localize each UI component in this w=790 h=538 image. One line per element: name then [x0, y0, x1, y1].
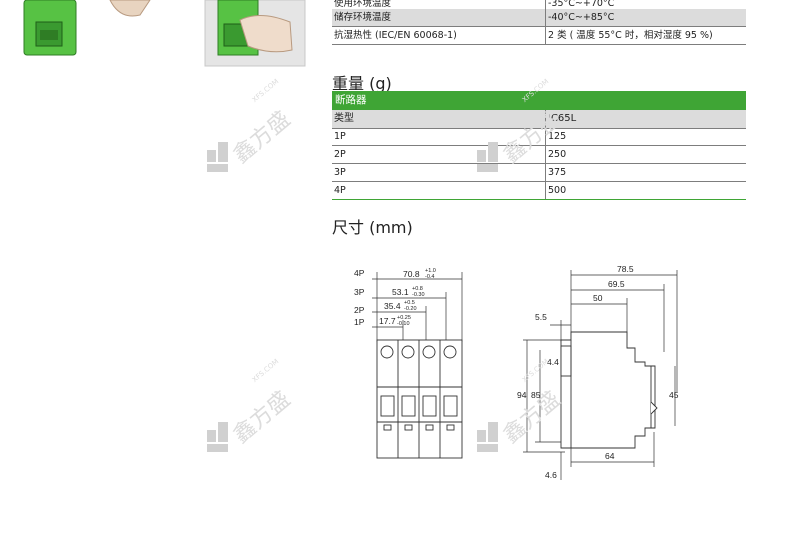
env-row: 抗湿热性 (IEC/EN 60068-1) 2 类 ( 温度 55°C 时，相对… — [332, 27, 746, 45]
watermark: 鑫方盛 XFS.COM — [205, 70, 315, 180]
table-row: 2P 250 — [332, 146, 746, 164]
front-view-drawing: 4P 3P 2P 1P 70.8 +1.0 -0.4 53.1 +0.8 -0.… — [354, 268, 463, 459]
side-dim: 50 — [593, 293, 603, 303]
side-dim: 45 — [669, 390, 679, 400]
env-value: -35°C~+70°C — [548, 0, 615, 9]
env-label: 使用环境温度 — [334, 0, 392, 9]
row-weight: 125 — [548, 131, 567, 142]
col-type: 类型 — [334, 113, 354, 124]
watermark-sub: XFS.COM — [521, 357, 551, 384]
side-dim: 78.5 — [617, 264, 634, 274]
side-dim: 94 — [517, 390, 527, 400]
tol-bot: -0.4 — [425, 274, 434, 280]
table-row: 4P 500 — [332, 182, 746, 200]
env-label: 抗湿热性 (IEC/EN 60068-1) — [334, 30, 457, 41]
row-weight: 500 — [548, 185, 567, 196]
side-dim: 5.5 — [535, 312, 547, 322]
tol-top: +1.0 — [425, 268, 436, 274]
width-1p: 17.7 — [379, 316, 396, 326]
watermark-text: 鑫方盛 — [499, 387, 566, 449]
watermark-text: 鑫方盛 — [229, 107, 296, 169]
watermark: 鑫方盛 XFS.COM — [475, 70, 585, 180]
weight-title: 重量 (g) — [332, 74, 392, 93]
weight-header-label: 断路器 — [335, 94, 367, 106]
env-value: -40°C~+85°C — [548, 12, 615, 23]
pole-label: 3P — [354, 287, 365, 297]
pole-label: 2P — [354, 305, 365, 315]
side-view-drawing: 78.5 69.5 50 5.5 4.4 94 85 45 64 4.6 — [517, 264, 679, 480]
watermark-sub: XFS.COM — [521, 77, 551, 104]
product-photo-right — [200, 0, 310, 68]
tol-bot: -0.10 — [397, 321, 410, 327]
tol-bot: -0.30 — [412, 292, 425, 298]
env-value: 2 类 ( 温度 55°C 时，相对湿度 95 %) — [548, 30, 713, 41]
watermark: 鑫方盛 XFS.COM — [205, 350, 315, 460]
row-type: 3P — [334, 167, 346, 178]
col-model: IC65L — [548, 113, 577, 124]
side-dim: 69.5 — [608, 279, 625, 289]
product-photo-left — [0, 0, 170, 60]
row-weight: 375 — [548, 167, 567, 178]
pole-label: 1P — [354, 317, 365, 327]
tol-top: +0.5 — [404, 300, 415, 306]
watermark-text: 鑫方盛 — [499, 107, 566, 169]
tol-top: +0.25 — [397, 315, 411, 321]
watermark-sub: XFS.COM — [251, 357, 281, 384]
watermark-sub: XFS.COM — [251, 77, 281, 104]
weight-col-header: 类型 IC65L — [332, 110, 746, 129]
side-dim: 85 — [531, 390, 541, 400]
side-dim: 4.4 — [547, 357, 559, 367]
pole-label: 4P — [354, 268, 365, 278]
tol-bot: -0.20 — [404, 306, 417, 312]
weight-header: 断路器 — [332, 91, 746, 110]
width-4p: 70.8 — [403, 269, 420, 279]
watermark: 鑫方盛 XFS.COM — [475, 350, 585, 460]
table-row: 3P 375 — [332, 164, 746, 182]
table-row: 1P 125 — [332, 128, 746, 146]
width-2p: 35.4 — [384, 301, 401, 311]
env-label: 储存环境温度 — [334, 12, 392, 23]
env-row: 储存环境温度 -40°C~+85°C — [332, 9, 746, 27]
side-dim: 4.6 — [545, 470, 557, 480]
tol-top: +0.8 — [412, 286, 423, 292]
width-3p: 53.1 — [392, 287, 409, 297]
row-type: 1P — [334, 131, 346, 142]
side-dim: 64 — [605, 451, 615, 461]
dimensions-title: 尺寸 (mm) — [332, 218, 413, 237]
watermark-text: 鑫方盛 — [229, 387, 296, 449]
row-type: 2P — [334, 149, 346, 160]
row-type: 4P — [334, 185, 346, 196]
row-weight: 250 — [548, 149, 567, 160]
